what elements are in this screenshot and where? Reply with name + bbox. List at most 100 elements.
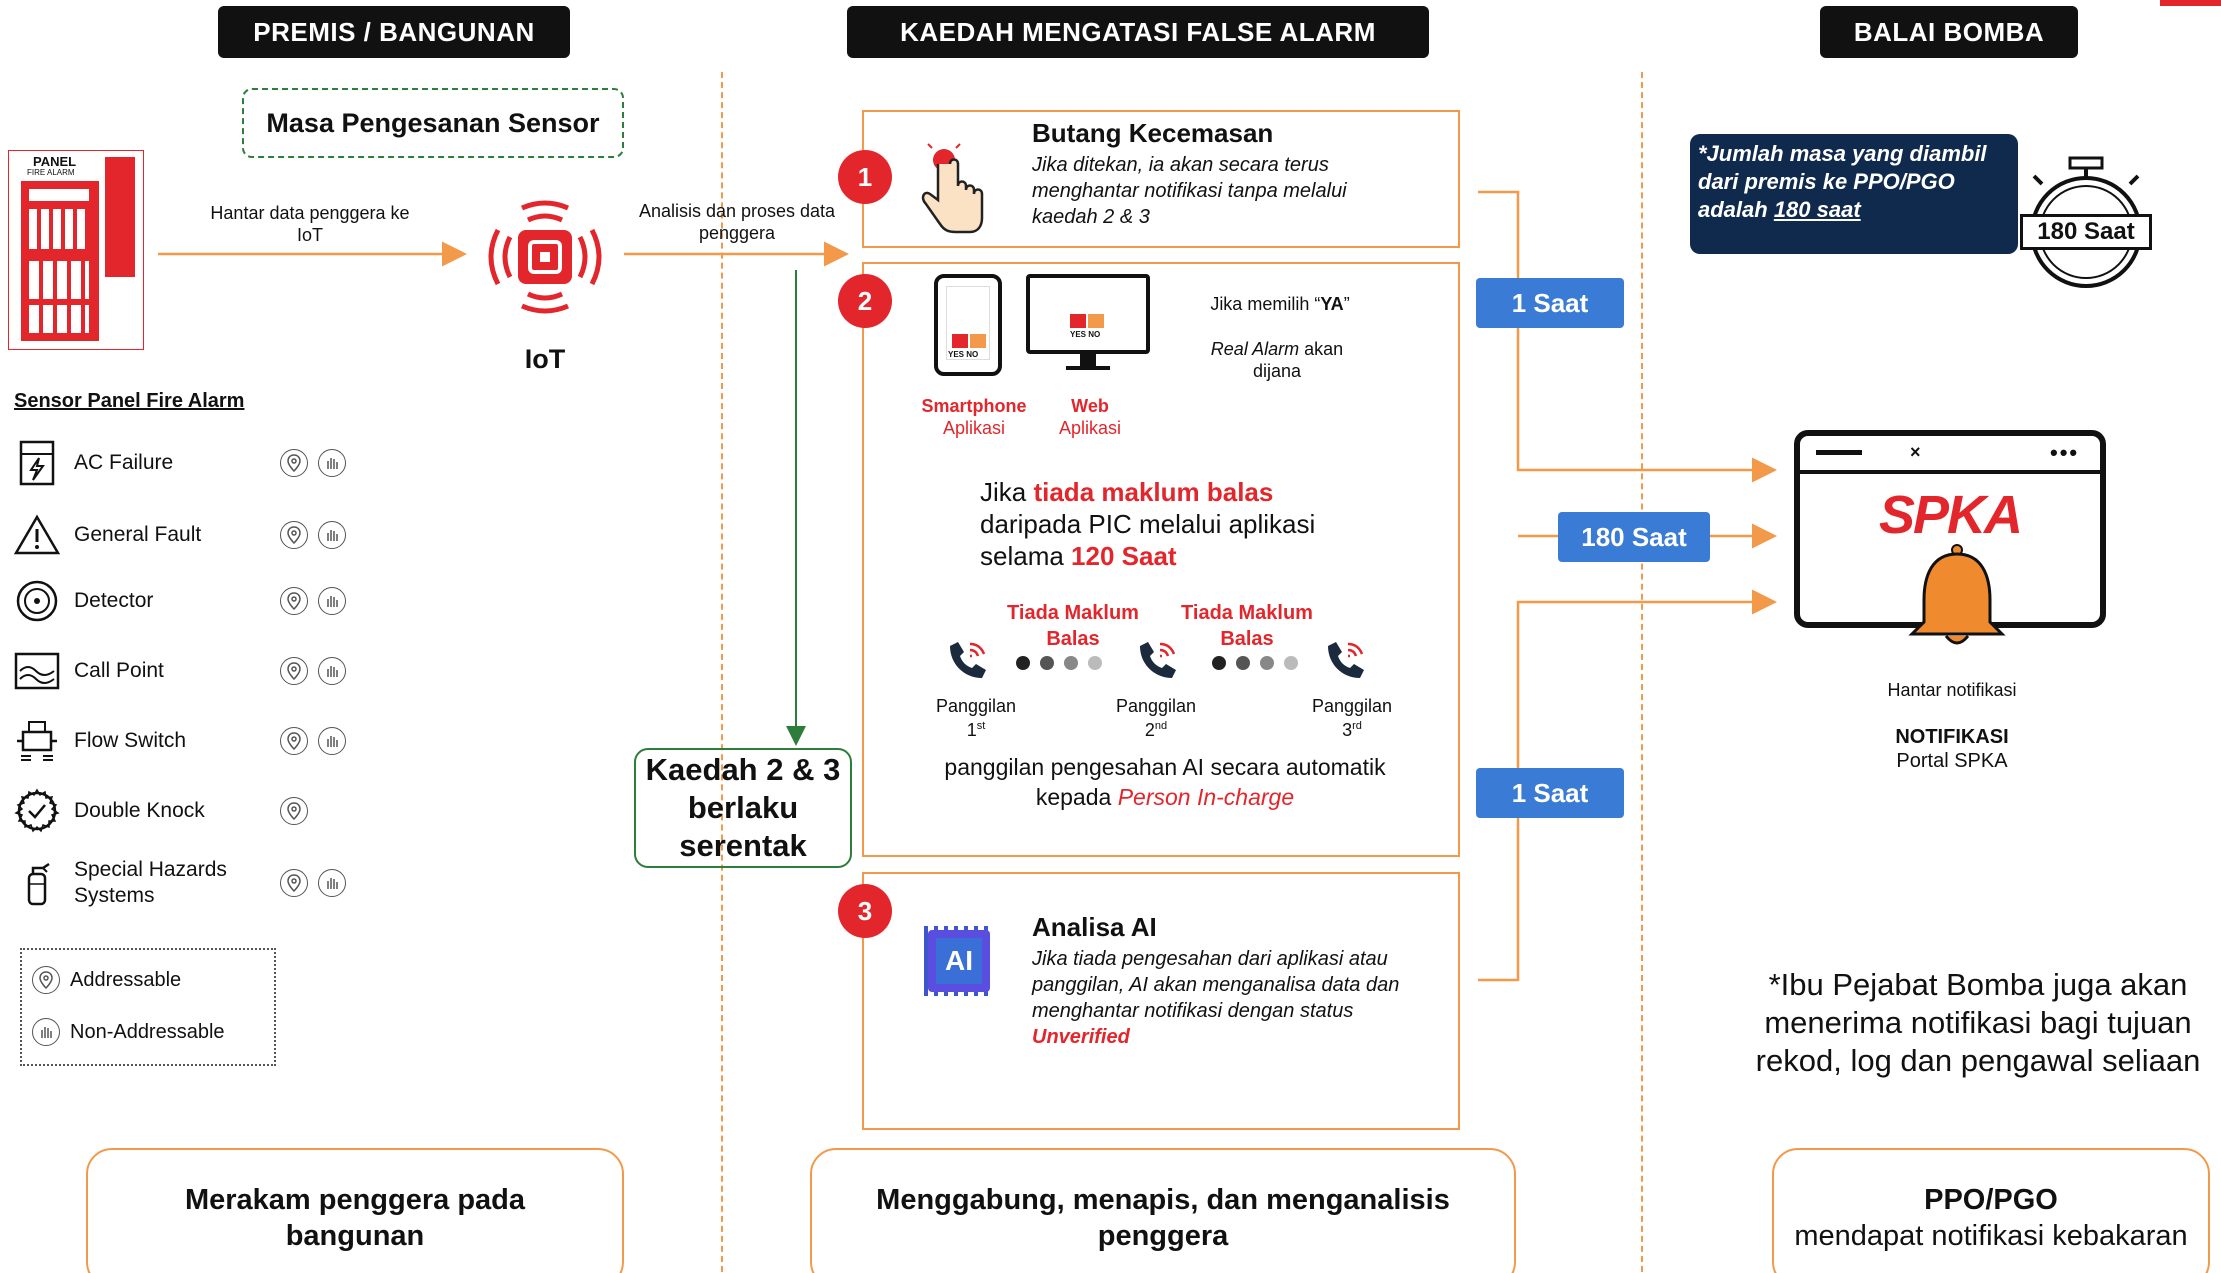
iot-label: IoT	[524, 344, 566, 374]
kaedah-text: Kaedah 2 & 3 berlaku serentak	[645, 752, 841, 863]
sensor-label: General Fault	[74, 523, 202, 546]
stopwatch-icon: 180 Saat	[2018, 156, 2154, 290]
step3-title: Analisa AI	[1032, 912, 1157, 942]
kaedah-box: Kaedah 2 & 3 berlaku serentak	[634, 748, 852, 868]
hand-icon	[318, 869, 346, 897]
smartphone-label: Smartphone	[921, 396, 1027, 416]
sensor-row: AC Failure	[14, 436, 354, 490]
sensor-row: Detector	[14, 574, 354, 628]
step3-desc: Jika tiada pengesahan dari aplikasi atau…	[1032, 948, 1400, 1048]
real-alarm-label: Real Alarm akan dijana	[1210, 339, 1344, 381]
step3-box	[862, 872, 1460, 1130]
window-close-icon: ×	[1910, 442, 1921, 462]
footer-left: Merakam penggera pada bangunan	[86, 1148, 624, 1273]
window-bar-icon	[1816, 450, 1862, 455]
notif-title: NOTIFIKASI	[1895, 726, 2009, 748]
header-premis: PREMIS / BANGUNAN	[218, 6, 570, 58]
arrow-step1-to-spka	[1478, 190, 1777, 483]
location-pin-icon	[280, 797, 308, 825]
officer-note: *Ibu Pejabat Bomba juga akan menerima no…	[1755, 967, 2201, 1078]
sensor-label: Flow Switch	[74, 729, 187, 752]
ai-badge: AI	[936, 938, 982, 984]
fire-alarm-panel: PANEL FIRE ALARM	[8, 150, 144, 350]
hand-icon	[318, 657, 346, 685]
notif-sub: Portal SPKA	[1896, 750, 2008, 772]
step1-number: 1	[838, 150, 892, 204]
hand-icon	[318, 521, 346, 549]
divider-left	[721, 72, 723, 1272]
hand-icon	[318, 587, 346, 615]
footer-center-text: Menggabung, menapis, dan menganalisis pe…	[876, 1184, 1450, 1252]
location-pin-icon	[280, 587, 308, 615]
brand-mark	[2160, 0, 2221, 6]
if-yes-label: Jika memilih “YA”	[1210, 294, 1350, 314]
sensor-row: General Fault	[14, 508, 354, 562]
sensor-row: Special Hazards Systems	[14, 856, 354, 910]
smartphone-icon: YES NO	[934, 274, 1002, 376]
divider-right	[1641, 72, 1643, 1272]
location-pin-icon	[280, 869, 308, 897]
header-kaedah: KAEDAH MENGATASI FALSE ALARM	[847, 6, 1429, 58]
spka-logo: SPKA	[1878, 485, 2023, 545]
call-point-icon	[14, 648, 60, 694]
panel-sub: FIRE ALARM	[27, 168, 75, 177]
panel-body-icon	[21, 181, 99, 341]
web-sub: Aplikasi	[1058, 418, 1122, 438]
warning-icon	[14, 512, 60, 558]
footer-right: PPO/PGO mendapat notifikasi kebakaran	[1772, 1148, 2210, 1273]
web-monitor-icon: YES NO	[1026, 274, 1150, 374]
extinguisher-icon	[14, 860, 60, 906]
dots-1	[1016, 656, 1102, 670]
sensor-label: Detector	[74, 589, 154, 612]
step3-number: 3	[838, 884, 892, 938]
hand-icon	[32, 1018, 60, 1046]
legend-addressable: Addressable	[70, 968, 182, 991]
analysis-label: Analisis dan proses data penggera	[638, 201, 836, 243]
sensor-period-box: Masa Pengesanan Sensor	[242, 88, 624, 158]
footer-right-title: PPO/PGO	[1924, 1184, 2058, 1216]
plug-icon	[14, 440, 60, 486]
hand-icon	[318, 449, 346, 477]
step1-title: Butang Kecemasan	[1032, 118, 1274, 148]
web-yes-no: YES NO	[1070, 330, 1101, 339]
phone-call-icon-2	[1134, 636, 1182, 684]
sensor-label: AC Failure	[74, 451, 174, 474]
ai-chip-icon: AI	[918, 920, 1000, 1002]
sensor-row: Double Knock	[14, 784, 354, 838]
step1-desc: Jika ditekan, ia akan secara terus mengh…	[1032, 154, 1347, 228]
dots-2	[1212, 656, 1298, 670]
sensor-period-label: Masa Pengesanan Sensor	[266, 107, 600, 138]
tiada-maklum-balas-1: Tiada Maklum Balas	[1007, 602, 1139, 650]
total-time-note: *Jumlah masa yang diambil dari premis ke…	[1690, 134, 2018, 254]
window-menu-icon: •••	[2050, 440, 2080, 465]
double-knock-icon	[14, 788, 60, 834]
phone-call-icon-1	[944, 636, 992, 684]
send-data-label: Hantar data penggera ke IoT	[210, 203, 410, 245]
panic-button-icon	[918, 138, 990, 238]
location-pin-icon	[280, 727, 308, 755]
no-reply-text: Jika tiada maklum balas daripada PIC mel…	[980, 477, 1316, 571]
time-badge-3: 1 Saat	[1476, 768, 1624, 818]
sensor-label: Call Point	[74, 659, 164, 682]
time-badge-1: 1 Saat	[1476, 278, 1624, 328]
web-label: Web	[1071, 396, 1109, 416]
sensor-label: Special Hazards Systems	[74, 858, 227, 907]
smartphone-sub: Aplikasi	[942, 418, 1006, 438]
legend-box: Addressable Non-Addressable	[20, 948, 276, 1066]
iot-icon	[470, 182, 620, 332]
stopwatch-label: 180 Saat	[2020, 214, 2152, 250]
flow-switch-icon	[14, 718, 60, 764]
footer-center: Menggabung, menapis, dan menganalisis pe…	[810, 1148, 1516, 1273]
location-pin-icon	[32, 966, 60, 994]
bell-icon	[1902, 544, 2012, 652]
location-pin-icon	[280, 657, 308, 685]
send-notif-label: Hantar notifikasi	[1887, 680, 2017, 700]
legend-non-addressable: Non-Addressable	[70, 1020, 225, 1043]
hand-icon	[318, 727, 346, 755]
sensor-row: Call Point	[14, 644, 354, 698]
phone-call-icon-3	[1322, 636, 1370, 684]
sensor-row: Flow Switch	[14, 714, 354, 768]
